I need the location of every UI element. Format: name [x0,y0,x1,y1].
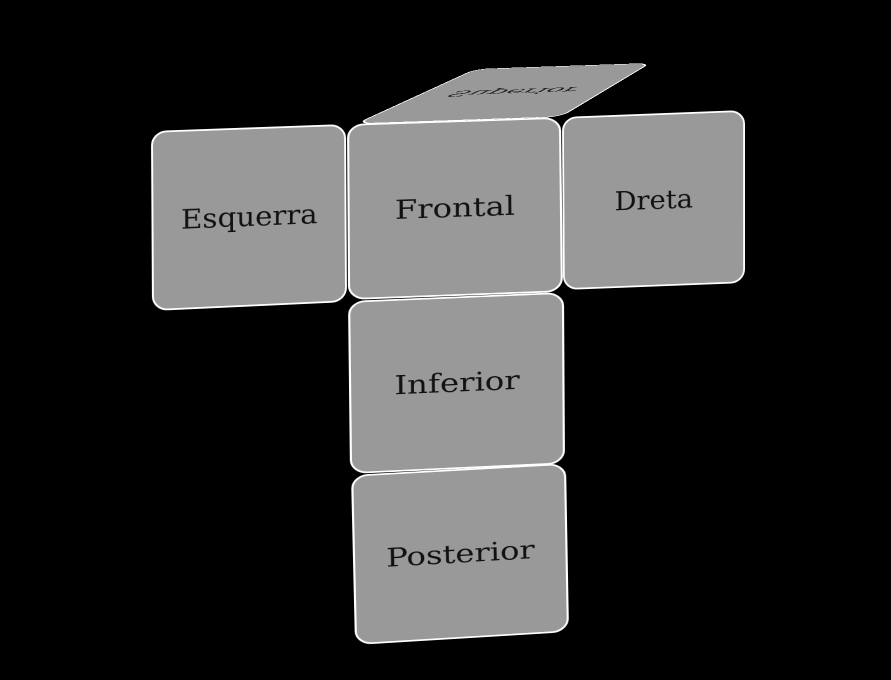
cube-face-back: Posterior [351,463,570,646]
cube-face-left-label: Esquerra [180,197,318,236]
cube-face-top-label: Superior [440,84,586,99]
cube-face-back-label: Posterior [385,533,536,573]
cube-face-bottom-label: Inferior [394,363,520,401]
cube-face-front-label: Frontal [394,189,516,226]
cube-face-right: Dreta [562,110,746,291]
cube-face-right-label: Dreta [614,182,694,217]
cube-face-left: Esquerra [151,124,347,311]
cube-face-bottom: Inferior [348,292,566,475]
cube-face-front: Frontal [347,117,564,300]
